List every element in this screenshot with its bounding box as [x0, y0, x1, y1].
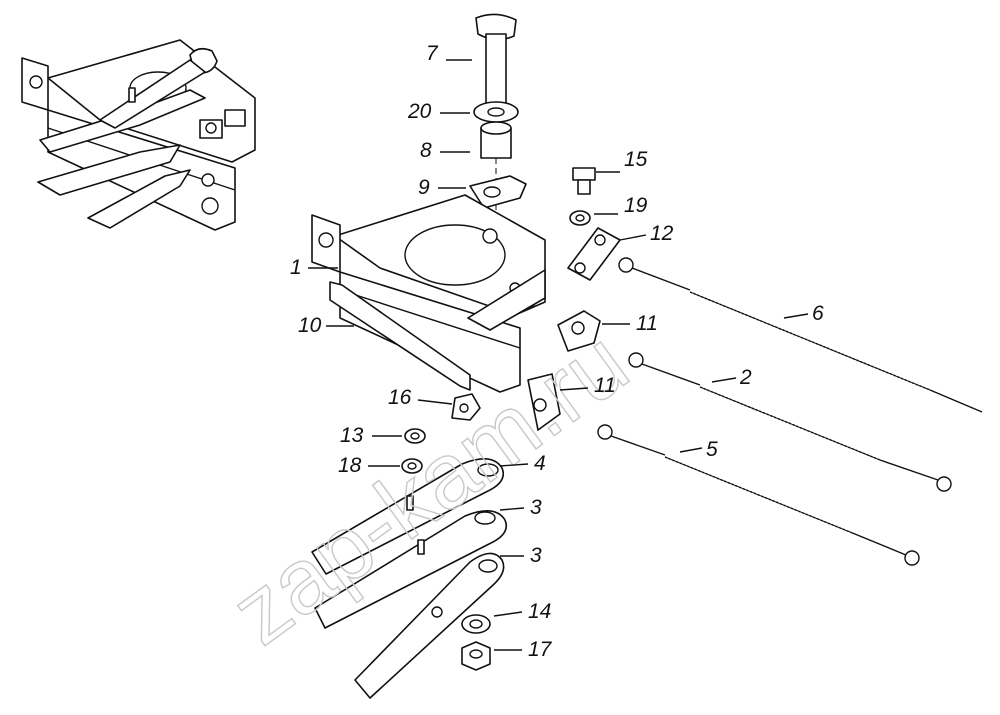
callout-13: 13: [340, 424, 364, 447]
callout-17: 17: [528, 638, 553, 661]
part-4-lever: [311, 458, 505, 575]
part-6-cable: [618, 257, 983, 413]
leader-lines: [308, 59, 809, 651]
part-11-clip-upper: [557, 310, 601, 352]
part-7-pin: [475, 13, 517, 115]
part-3-lever-lower: [354, 552, 505, 699]
callout-10: 10: [298, 314, 322, 337]
callout-9: 9: [418, 176, 430, 199]
part-5-cable: [597, 424, 920, 566]
callout-20: 20: [407, 100, 432, 123]
callout-5: 5: [706, 438, 718, 461]
callout-3-lower: 3: [530, 544, 542, 567]
part-12-clamp: [567, 227, 621, 281]
part-15-bolt: [572, 167, 596, 195]
callout-15: 15: [624, 148, 648, 171]
callout-2: 2: [739, 366, 752, 389]
part-8-bushing: [480, 121, 512, 180]
part-19-washer: [569, 210, 591, 226]
callout-7: 7: [426, 42, 439, 65]
callout-4: 4: [534, 452, 546, 475]
part-3-lever-upper: [314, 510, 508, 629]
part-20-washer: [473, 101, 519, 123]
part-16-nut: [451, 393, 481, 421]
callout-19: 19: [624, 194, 648, 217]
callout-labels: 7 20 8 9 15 19 12 1 6 10 11 2 16 11 5 13…: [290, 42, 824, 661]
callout-12: 12: [650, 222, 674, 245]
callout-1: 1: [290, 256, 302, 279]
callout-16: 16: [388, 386, 412, 409]
part-14-washer: [461, 614, 491, 634]
callout-14: 14: [528, 600, 551, 623]
part-18-washer: [401, 458, 423, 474]
callout-6: 6: [812, 302, 824, 325]
callout-8: 8: [420, 139, 432, 162]
part-17-nut: [461, 641, 491, 671]
part-2-cable: [628, 352, 952, 492]
assembled-bracket-view: [21, 39, 256, 231]
part-11-clip-lower: [527, 373, 561, 431]
callout-18: 18: [338, 454, 362, 477]
callout-11-upper: 11: [636, 312, 658, 335]
callout-11-lower: 11: [594, 374, 616, 397]
part-13-nut: [404, 428, 426, 444]
part-1-bracket: [311, 194, 546, 393]
callout-3-upper: 3: [530, 496, 542, 519]
part-10-strip: [329, 281, 471, 391]
